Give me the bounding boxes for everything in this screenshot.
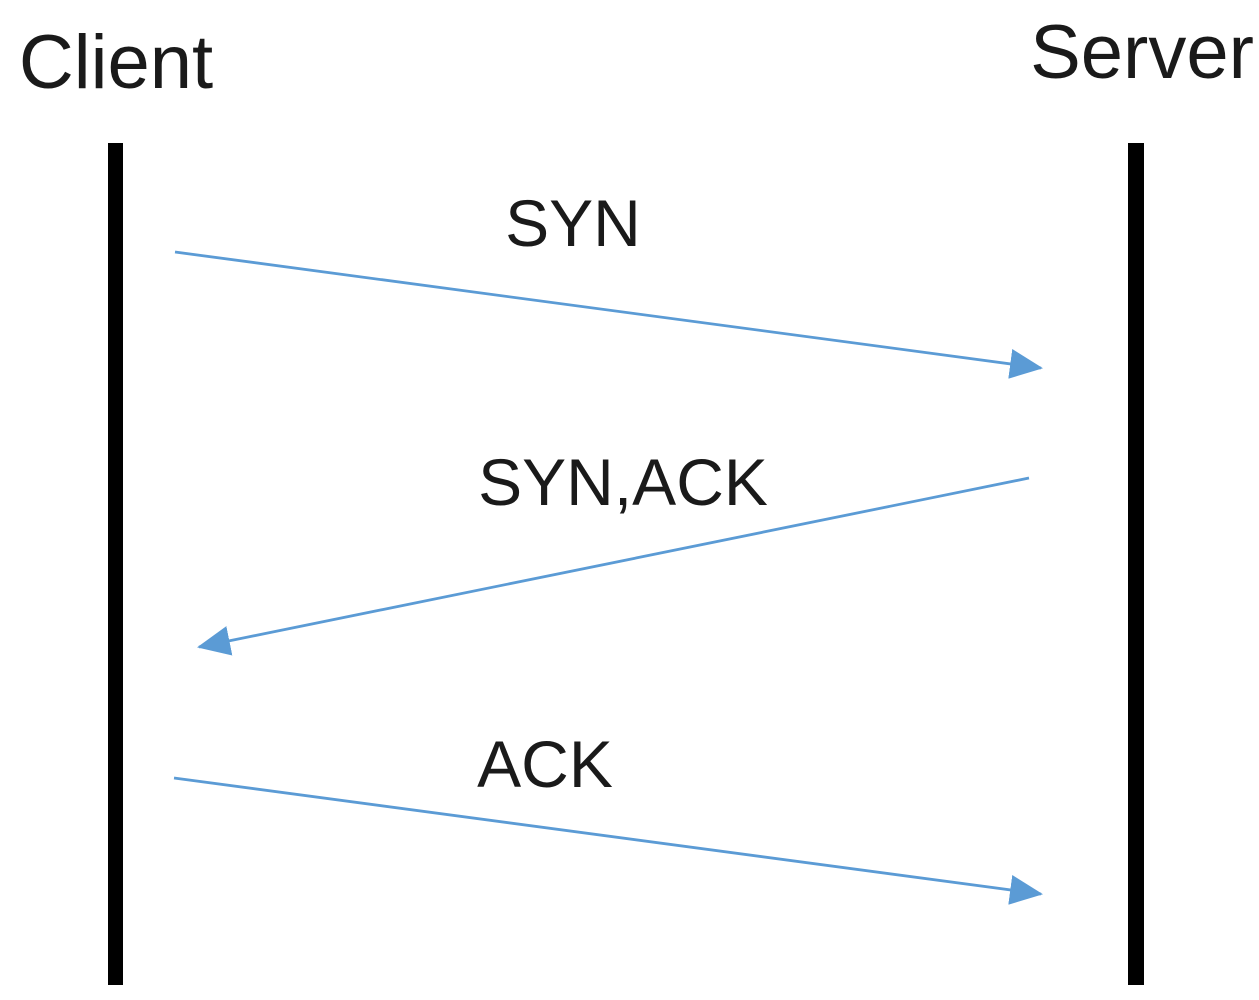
ack-message-label: ACK [477, 727, 613, 801]
syn-arrow [174, 250, 1043, 379]
server-actor-label: Server [1030, 10, 1254, 95]
syn-ack-message-label: SYN,ACK [478, 445, 768, 519]
client-lifeline [108, 143, 123, 985]
syn-ack-arrow [197, 476, 1030, 656]
ack-arrow [173, 776, 1043, 905]
server-lifeline [1128, 143, 1144, 985]
client-actor-label: Client [19, 20, 213, 105]
syn-message-label: SYN [505, 186, 641, 260]
